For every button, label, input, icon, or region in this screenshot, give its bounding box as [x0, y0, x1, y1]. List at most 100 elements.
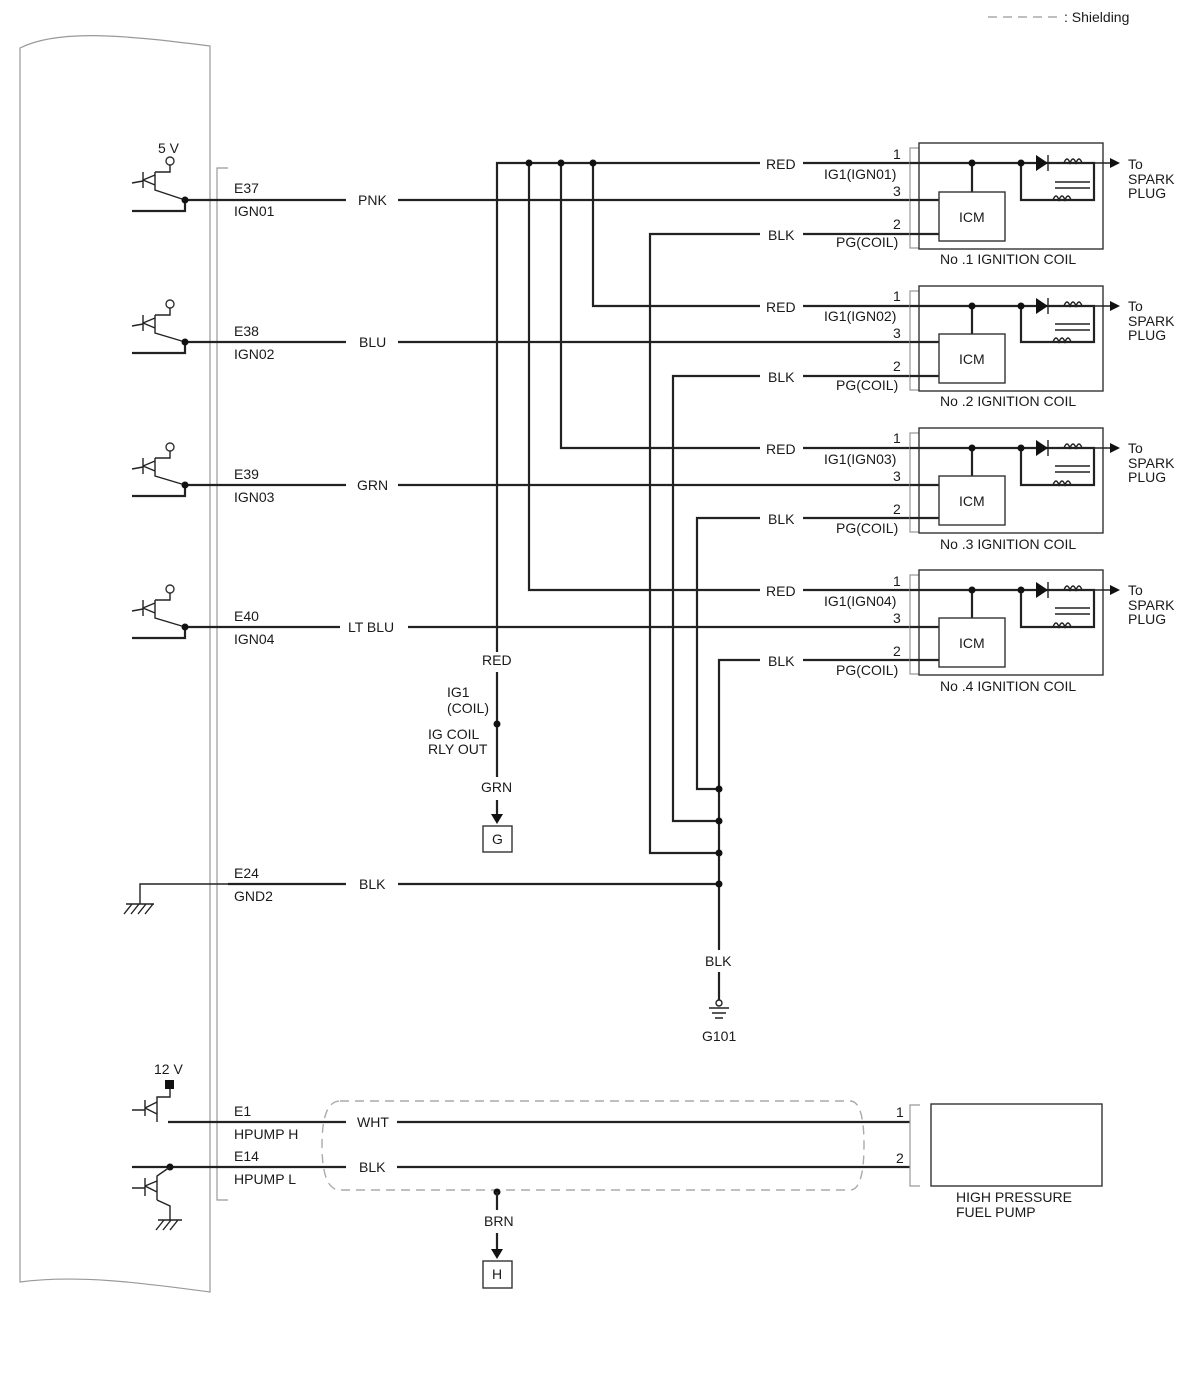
- wire-ign04-color: LT BLU: [348, 619, 394, 635]
- coil4-to: To: [1128, 582, 1143, 598]
- pin-e24: E24: [234, 865, 259, 881]
- coil1-wire-blk: BLK: [768, 227, 795, 243]
- coil3-pg-label: PG(COIL): [836, 520, 898, 536]
- coil4-pin2: 2: [893, 643, 901, 659]
- pump-connector-bracket: [909, 1104, 920, 1187]
- pin-e14: E14: [234, 1148, 259, 1164]
- coil2-wire-red: RED: [766, 299, 796, 315]
- pin-e37: E37: [234, 180, 259, 196]
- connector-h-label: H: [492, 1266, 502, 1282]
- wire-gnd2-color: BLK: [359, 876, 386, 892]
- pump-label-line1: HIGH PRESSURE: [956, 1189, 1072, 1205]
- relay-wire-grn: GRN: [481, 779, 512, 795]
- wire-hpump-h-color: WHT: [357, 1114, 389, 1130]
- pump-driver-low: [132, 1163, 228, 1231]
- coil1-wire-red: RED: [766, 156, 796, 172]
- arrow-down-icon: [491, 1249, 503, 1259]
- connector-g-box: [482, 825, 513, 853]
- voltage-12v-label: 12 V: [154, 1061, 183, 1077]
- pump-driver-high: [132, 1080, 228, 1124]
- relay-ig-coil-label: IG COIL: [428, 726, 480, 742]
- coil4-title: No .4 IGNITION COIL: [940, 678, 1076, 694]
- relay-rly-out-label: RLY OUT: [428, 741, 488, 757]
- pin-e14-name: HPUMP L: [234, 1171, 296, 1187]
- g101-wire-color: BLK: [705, 953, 732, 969]
- pin-e40: E40: [234, 608, 259, 624]
- driver-transistor-ign03: [131, 442, 228, 498]
- coil1-pin2: 2: [893, 216, 901, 232]
- coil2-title: No .2 IGNITION COIL: [940, 393, 1076, 409]
- coil3-wire-red: RED: [766, 441, 796, 457]
- coil3-icm-label: ICM: [959, 493, 985, 509]
- coil3-wire-blk: BLK: [768, 511, 795, 527]
- ignition-coil-3: [909, 427, 1120, 534]
- shielding-legend-label: : Shielding: [1064, 9, 1129, 25]
- wire-hpump-l-color: BLK: [359, 1159, 386, 1175]
- pin-e1-name: HPUMP H: [234, 1126, 298, 1142]
- coil1-pin3: 3: [893, 183, 901, 199]
- ignition-coil-4: [909, 569, 1120, 676]
- wire-ig1-coil4: [527, 163, 910, 592]
- wire-pg-coil3: [695, 516, 910, 791]
- g101-label: G101: [702, 1028, 736, 1044]
- wire-ign02-color: BLU: [359, 334, 386, 350]
- coil2-ig1-label: IG1(IGN02): [824, 308, 896, 324]
- driver-transistor-ign02: [131, 299, 228, 355]
- pump-pin1: 1: [896, 1104, 904, 1120]
- wire-ig1-coil2: [591, 163, 910, 308]
- coil1-icm-label: ICM: [959, 209, 985, 225]
- coil3-pin2: 2: [893, 501, 901, 517]
- wire-ig1-red-bus: [495, 161, 760, 652]
- coil3-pin1: 1: [893, 430, 901, 446]
- pin-e39-name: IGN03: [234, 489, 275, 505]
- pin-e38-name: IGN02: [234, 346, 275, 362]
- coil3-to: To: [1128, 440, 1143, 456]
- coil4-plug: PLUG: [1128, 611, 1166, 627]
- ignition-coil-2: [909, 285, 1120, 392]
- wire-pg-coil1: [648, 232, 910, 855]
- coil1-title: No .1 IGNITION COIL: [940, 251, 1076, 267]
- coil2-wire-blk: BLK: [768, 369, 795, 385]
- fuel-pump-box: [930, 1103, 1103, 1187]
- coil1-ig1-label: IG1(IGN01): [824, 166, 896, 182]
- coil4-pg-label: PG(COIL): [836, 662, 898, 678]
- coil2-icm-label: ICM: [959, 351, 985, 367]
- coil1-pg-label: PG(COIL): [836, 234, 898, 250]
- coil1-plug: PLUG: [1128, 185, 1166, 201]
- wire-ign01-color: PNK: [358, 192, 387, 208]
- pin-e38: E38: [234, 323, 259, 339]
- ecm-internal-ground: [123, 883, 228, 915]
- coil4-icm-label: ICM: [959, 635, 985, 651]
- pin-e37-name: IGN01: [234, 203, 275, 219]
- coil2-pin2: 2: [893, 358, 901, 374]
- coil2-plug: PLUG: [1128, 327, 1166, 343]
- coil3-spark: SPARK: [1128, 455, 1175, 471]
- shield-drain-wire-color: BRN: [484, 1213, 514, 1229]
- pump-label-line2: FUEL PUMP: [956, 1204, 1036, 1220]
- relay-coil-label: (COIL): [447, 700, 489, 716]
- coil1-spark: SPARK: [1128, 171, 1175, 187]
- coil4-wire-red: RED: [766, 583, 796, 599]
- coil3-title: No .3 IGNITION COIL: [940, 536, 1076, 552]
- wire-ign03-color: GRN: [357, 477, 388, 493]
- coil2-spark: SPARK: [1128, 313, 1175, 329]
- coil2-to: To: [1128, 298, 1143, 314]
- ecm-connector-bracket: [216, 167, 228, 1201]
- pin-e39: E39: [234, 466, 259, 482]
- coil1-pin1: 1: [893, 146, 901, 162]
- wire-pg-coil4: [717, 658, 910, 950]
- coil3-pin3: 3: [893, 468, 901, 484]
- connector-g-label: G: [492, 831, 503, 847]
- coil1-to: To: [1128, 156, 1143, 172]
- relay-wire-red: RED: [482, 652, 512, 668]
- coil4-ig1-label: IG1(IGN04): [824, 593, 896, 609]
- relay-ig1-label: IG1: [447, 684, 470, 700]
- driver-transistor-ign04: [131, 584, 228, 640]
- coil2-pin3: 3: [893, 325, 901, 341]
- coil4-spark: SPARK: [1128, 597, 1175, 613]
- ground-symbol-g101: [709, 999, 729, 1019]
- driver-transistor-ign01: [131, 156, 228, 213]
- connector-h-box: [482, 1260, 513, 1289]
- pump-pin2: 2: [896, 1150, 904, 1166]
